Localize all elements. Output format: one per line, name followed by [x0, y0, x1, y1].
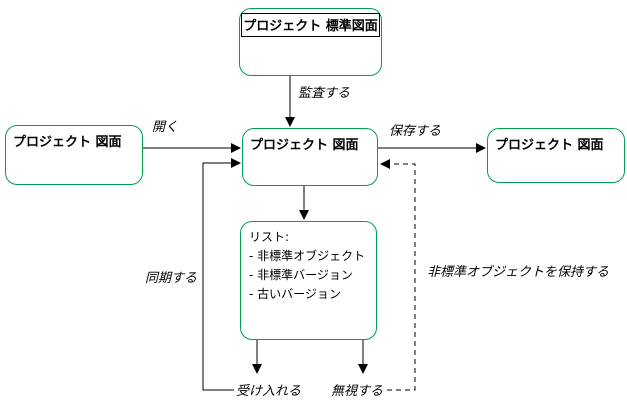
node-project-drawing-working-label: プロジェクト 図面	[250, 138, 359, 153]
node-nonstandard-list: リスト: - 非標準オブジェクト - 非標準バージョン - 古いバージョン	[240, 221, 377, 340]
edge-label-audit: 監査する	[298, 86, 351, 101]
edge-label-open: 開く	[152, 120, 179, 135]
sync-connector	[202, 158, 241, 391]
edge-label-ignore: 無視する	[331, 384, 384, 399]
edge-label-sync: 同期する	[145, 271, 198, 286]
nonstandard-list-content: リスト: - 非標準オブジェクト - 非標準バージョン - 古いバージョン	[249, 228, 365, 304]
center-to-list-arrow	[299, 186, 309, 220]
list-item: - 非標準オブジェクト	[249, 249, 366, 263]
edge-label-save: 保存する	[389, 124, 442, 139]
list-item: - 非標準バージョン	[249, 268, 353, 282]
open-arrow	[143, 143, 241, 153]
save-arrow	[378, 143, 486, 153]
node-project-drawing-source-label: プロジェクト 図面	[13, 135, 122, 150]
node-project-drawing-saved: プロジェクト 図面	[487, 128, 625, 183]
list-item: - 古いバージョン	[249, 287, 341, 301]
keep-connector	[380, 159, 416, 391]
node-project-standard-drawing-label: プロジェクト 標準図面	[241, 13, 380, 37]
node-project-drawing-source: プロジェクト 図面	[5, 125, 143, 185]
accept-arrow	[252, 340, 262, 374]
ignore-arrow	[358, 340, 368, 374]
node-project-standard-drawing: プロジェクト 標準図面	[239, 8, 382, 76]
edge-label-keep: 非標準オブジェクトを保持する	[427, 265, 610, 280]
audit-arrow	[285, 76, 295, 127]
edge-label-accept: 受け入れる	[236, 384, 302, 399]
node-project-drawing-working: プロジェクト 図面	[242, 128, 378, 186]
node-project-drawing-saved-label: プロジェクト 図面	[495, 138, 604, 153]
list-title: リスト:	[249, 230, 290, 244]
